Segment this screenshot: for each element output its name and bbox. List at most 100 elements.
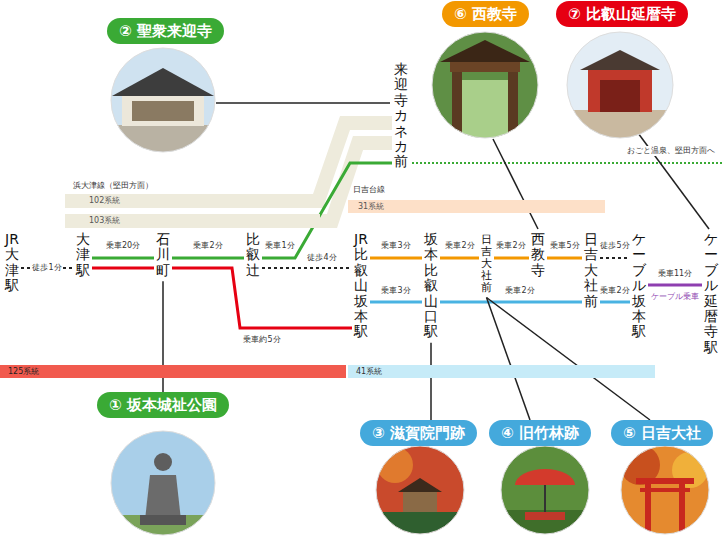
photo-frame xyxy=(111,431,215,535)
station-name: 西教寺 xyxy=(531,232,545,278)
travel-time: 乗車11分 xyxy=(657,269,693,279)
station-name: JR大津駅 xyxy=(5,232,19,294)
node-text: JR大津駅 xyxy=(5,232,19,294)
route-note: おごと温泉、堅田方面へ xyxy=(626,146,716,156)
route-line xyxy=(487,298,531,421)
temple-photo xyxy=(100,40,230,165)
travel-time: 乗車1分 xyxy=(264,241,295,251)
node-text: 比叡辻 xyxy=(246,232,260,278)
node-text: 日吉大社前 xyxy=(584,232,598,309)
shrine-photo xyxy=(636,478,694,484)
gate-photo xyxy=(462,80,508,140)
bus-band xyxy=(65,143,392,221)
route-band: 31系統 xyxy=(348,200,605,213)
statue-photo xyxy=(108,428,218,537)
node-text: ⑤ 日吉大社 xyxy=(623,424,701,442)
node-text: 大津駅 xyxy=(76,232,90,278)
hall-photo xyxy=(600,80,640,112)
spot-badge: ⑦ 比叡山延暦寺 xyxy=(556,1,688,27)
route-line xyxy=(172,268,352,328)
gate-photo xyxy=(430,30,540,140)
hall-photo xyxy=(565,30,675,140)
spot-badge: ⑤ 日吉大社 xyxy=(611,420,713,446)
gate-photo xyxy=(450,62,520,72)
node-text: 102系統 xyxy=(89,196,120,205)
photo-frame xyxy=(376,446,464,534)
route-line xyxy=(262,267,352,269)
station-name: 比叡辻 xyxy=(246,232,260,278)
temple-photo xyxy=(112,68,214,96)
statue-photo xyxy=(145,475,181,520)
leader-line xyxy=(216,102,390,104)
route-line xyxy=(494,257,529,260)
node-text: 日吉大社前 xyxy=(481,234,492,294)
route-line xyxy=(370,301,422,304)
photo-frame xyxy=(432,32,538,138)
garden-photo xyxy=(500,445,590,535)
route-line xyxy=(600,257,630,259)
bus-band xyxy=(65,123,392,221)
station-name: 日吉大社前 xyxy=(584,232,598,309)
route-line xyxy=(440,301,582,304)
route-line xyxy=(92,267,154,270)
travel-time: 乗車2分 xyxy=(599,286,630,296)
route-note: ケーブル乗車 xyxy=(650,292,700,302)
route-line xyxy=(430,343,432,420)
hall-photo xyxy=(565,110,675,140)
route-band: 102系統 xyxy=(65,194,320,208)
node-text: 坂本比叡山口駅 xyxy=(424,232,438,340)
node-text: 41系統 xyxy=(356,367,382,376)
garden-photo xyxy=(525,512,565,520)
garden-photo xyxy=(500,510,590,535)
node-text: ケーブル延暦寺駅 xyxy=(704,232,718,355)
photo-frame xyxy=(111,48,215,152)
hall-photo xyxy=(588,70,652,112)
statue-photo xyxy=(154,453,172,471)
temple-photo xyxy=(403,492,437,514)
node-text: JR比叡山坂本駅 xyxy=(354,232,368,340)
node-text: ② 聖衆来迎寺 xyxy=(119,22,212,40)
travel-time: 乗車2分 xyxy=(444,241,475,251)
route-band: 41系統 xyxy=(348,365,655,378)
travel-time: 乗車3分 xyxy=(380,286,411,296)
travel-time: 乗車3分 xyxy=(380,241,411,251)
temple-photo xyxy=(375,445,465,537)
node-text: ケーブル坂本駅 xyxy=(632,232,646,340)
garden-photo xyxy=(500,445,590,535)
statue-photo xyxy=(108,428,218,537)
temple-photo xyxy=(100,125,230,165)
node-text: ④ 旧竹林跡 xyxy=(501,424,579,442)
route-line xyxy=(92,257,154,260)
station-name: 坂本比叡山口駅 xyxy=(424,232,438,340)
spot-badge: ② 聖衆来迎寺 xyxy=(107,18,224,44)
travel-time: 徒歩5分 xyxy=(599,241,630,251)
node-text: 西教寺 xyxy=(531,232,545,278)
route-line xyxy=(370,257,422,260)
station-name: ケーブル坂本駅 xyxy=(632,232,646,340)
hall-photo xyxy=(565,30,675,140)
temple-photo xyxy=(375,512,465,537)
leader-line xyxy=(493,139,538,229)
temple-photo xyxy=(398,478,442,492)
travel-time: 乗車2分 xyxy=(495,241,526,251)
node-text: ⑦ 比叡山延暦寺 xyxy=(568,5,676,23)
node-text: 31系統 xyxy=(358,202,384,211)
spot-badge: ③ 滋賀院門跡 xyxy=(360,420,477,446)
photo-frame xyxy=(567,32,673,138)
spot-badge: ① 坂本城祉公園 xyxy=(97,392,229,418)
station-name: JR比叡山坂本駅 xyxy=(354,232,368,340)
route-line xyxy=(487,298,651,421)
hall-photo xyxy=(580,50,660,70)
spot-badge: ⑥ 西教寺 xyxy=(442,1,529,27)
route-line xyxy=(648,284,702,287)
temple-photo xyxy=(377,447,413,483)
node-text: ① 坂本城祉公園 xyxy=(109,396,217,414)
temple-photo xyxy=(132,101,194,121)
travel-time: 徒歩1分 xyxy=(31,263,62,273)
travel-time: 徒歩4分 xyxy=(306,253,337,263)
shrine-photo xyxy=(620,445,710,535)
travel-time: 乗車2分 xyxy=(504,286,535,296)
route-line xyxy=(412,162,722,164)
temple-photo xyxy=(122,96,204,126)
